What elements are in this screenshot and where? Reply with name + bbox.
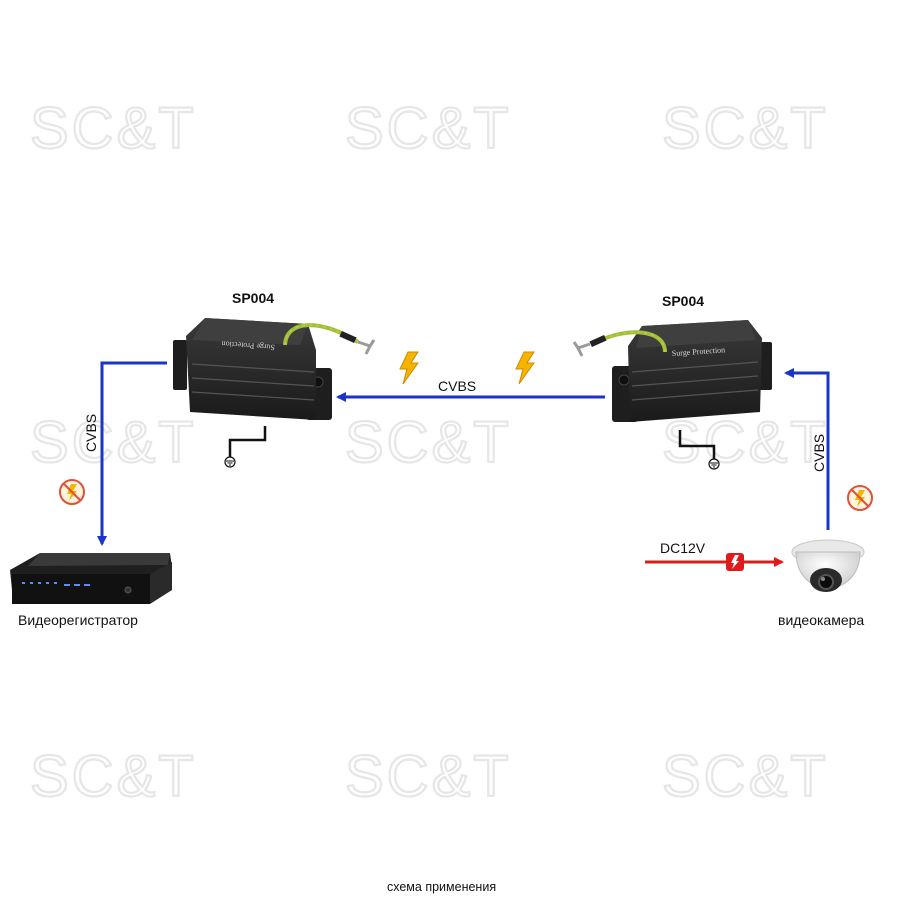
right-device-label: SP004 xyxy=(662,293,704,309)
right-vertical-label: CVBS xyxy=(811,434,827,472)
diagram-caption: схема применения xyxy=(387,880,496,894)
watermark: SC&T xyxy=(30,410,197,475)
camera-link-line xyxy=(784,368,830,530)
ground-icon xyxy=(708,458,720,470)
watermark: SC&T xyxy=(345,744,512,809)
watermark: SC&T xyxy=(345,96,512,161)
camera-label: видеокамера xyxy=(778,612,864,628)
left-surge-protector: SP004 Surge Protection xyxy=(173,290,376,468)
no-surge-icon xyxy=(59,479,85,505)
right-surge-protector: SP004 Surge Protection xyxy=(572,293,772,470)
right-device-text: Surge Protection xyxy=(672,345,726,358)
signal-lines xyxy=(97,361,830,567)
watermark: SC&T xyxy=(30,96,197,161)
ground-icon xyxy=(224,456,236,468)
dvr-recorder-icon: Видеорегистратор xyxy=(10,553,172,628)
power-label: DC12V xyxy=(660,540,706,556)
recorder-label: Видеорегистратор xyxy=(18,612,138,628)
left-vertical-label: CVBS xyxy=(83,414,99,452)
power-surge-badge xyxy=(726,553,744,571)
watermark: SC&T xyxy=(345,410,512,475)
watermark: SC&T xyxy=(662,744,829,809)
recorder-link-line xyxy=(97,361,167,546)
lightning-icon xyxy=(515,351,535,385)
watermark: SC&T xyxy=(662,410,829,475)
coax-label: CVBS xyxy=(438,378,476,394)
watermark-grid: SC&T SC&T SC&T SC&T SC&T SC&T SC&T SC&T … xyxy=(29,95,829,810)
watermark: SC&T xyxy=(30,744,197,809)
watermark: SC&T xyxy=(662,96,829,161)
lightning-icon xyxy=(399,351,419,385)
left-device-label: SP004 xyxy=(232,290,274,306)
no-surge-icon xyxy=(847,485,873,511)
left-device-text: Surge Protection xyxy=(221,339,275,352)
dome-camera-icon: видеокамера xyxy=(778,539,865,628)
